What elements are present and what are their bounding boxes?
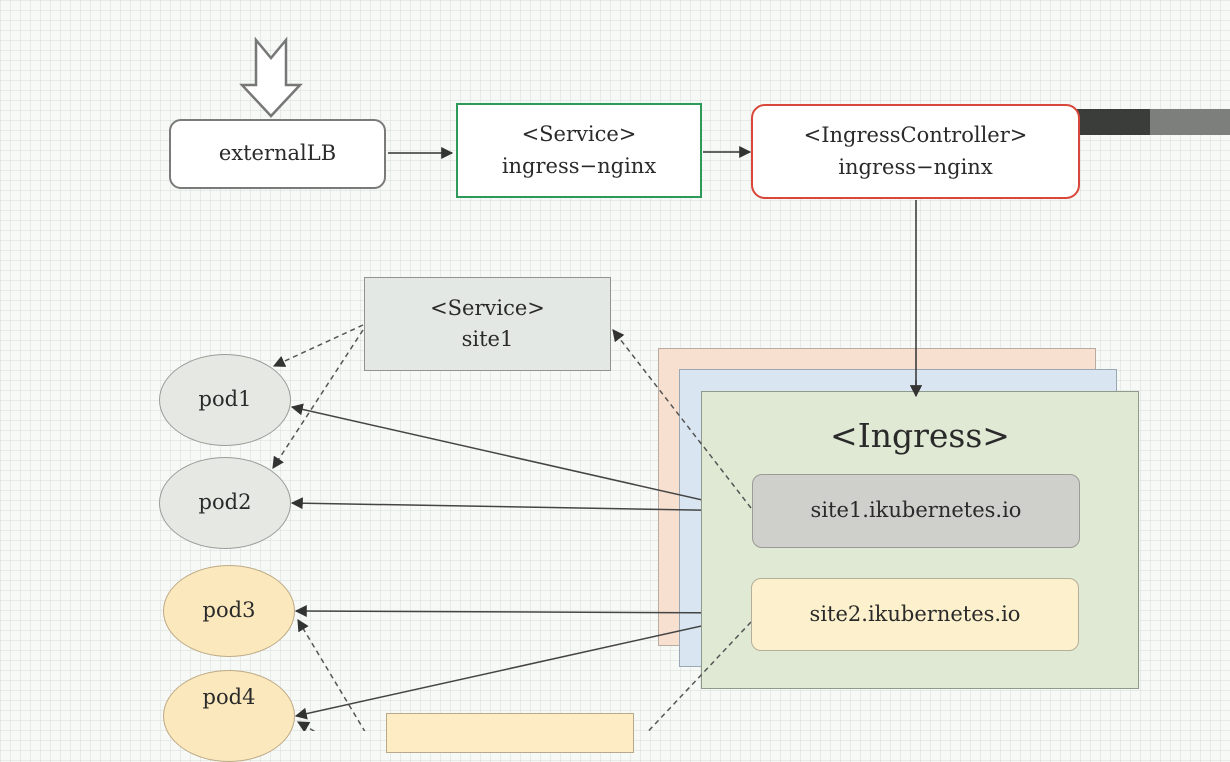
internet-arrow-icon xyxy=(239,36,303,118)
edge-rule1-to-pod2 xyxy=(290,497,752,512)
service-ingress-nginx-node[interactable]: <Service> ingress−nginx xyxy=(456,103,702,198)
external-lb-node[interactable]: externalLB xyxy=(169,119,386,189)
rule-site2[interactable]: site2.ikubernetes.io xyxy=(751,578,1079,651)
pod1-label: pod1 xyxy=(198,387,252,412)
rule-site1-label: site1.ikubernetes.io xyxy=(810,498,1022,523)
edge-service-site1-to-pod2 xyxy=(272,329,364,470)
service-site1-name: site1 xyxy=(461,327,514,351)
edge-rule2-to-pod4 xyxy=(294,614,752,720)
pod1-node[interactable]: pod1 xyxy=(159,354,291,446)
external-lb-label: externalLB xyxy=(218,141,337,166)
ingress-controller-name: ingress−nginx xyxy=(838,154,993,179)
service-ingress-nginx-kind: <Service> xyxy=(521,122,637,146)
dark-bar xyxy=(1075,109,1150,135)
ingress-controller-node[interactable]: <IngressController> ingress−nginx xyxy=(751,104,1080,199)
edge-rule1-to-pod1 xyxy=(290,403,752,512)
pod2-label: pod2 xyxy=(198,490,252,515)
rule-site2-label: site2.ikubernetes.io xyxy=(809,601,1021,626)
pod2-node[interactable]: pod2 xyxy=(159,457,291,549)
edge-rule2-to-pod3 xyxy=(294,605,752,618)
pod4-label: pod4 xyxy=(202,685,256,710)
edge-service-site2-to-pod3 xyxy=(297,618,366,731)
pod3-label: pod3 xyxy=(202,598,256,623)
ingress-title: <Ingress> xyxy=(830,416,1010,455)
pod4-node[interactable]: pod4 xyxy=(163,670,295,762)
service-ingress-nginx-name: ingress−nginx xyxy=(501,153,657,178)
edge-service-site1-to-pod1 xyxy=(272,324,364,367)
service-site1-node[interactable]: <Service> site1 xyxy=(364,277,611,371)
service-site1-kind: <Service> xyxy=(430,295,545,320)
edge-service-site2-to-pod4 xyxy=(296,721,316,731)
pod3-node[interactable]: pod3 xyxy=(163,565,295,657)
gray-bar xyxy=(1150,109,1230,135)
rule-site1[interactable]: site1.ikubernetes.io xyxy=(752,474,1080,548)
ingress-controller-kind: <IngressController> xyxy=(803,123,1028,147)
